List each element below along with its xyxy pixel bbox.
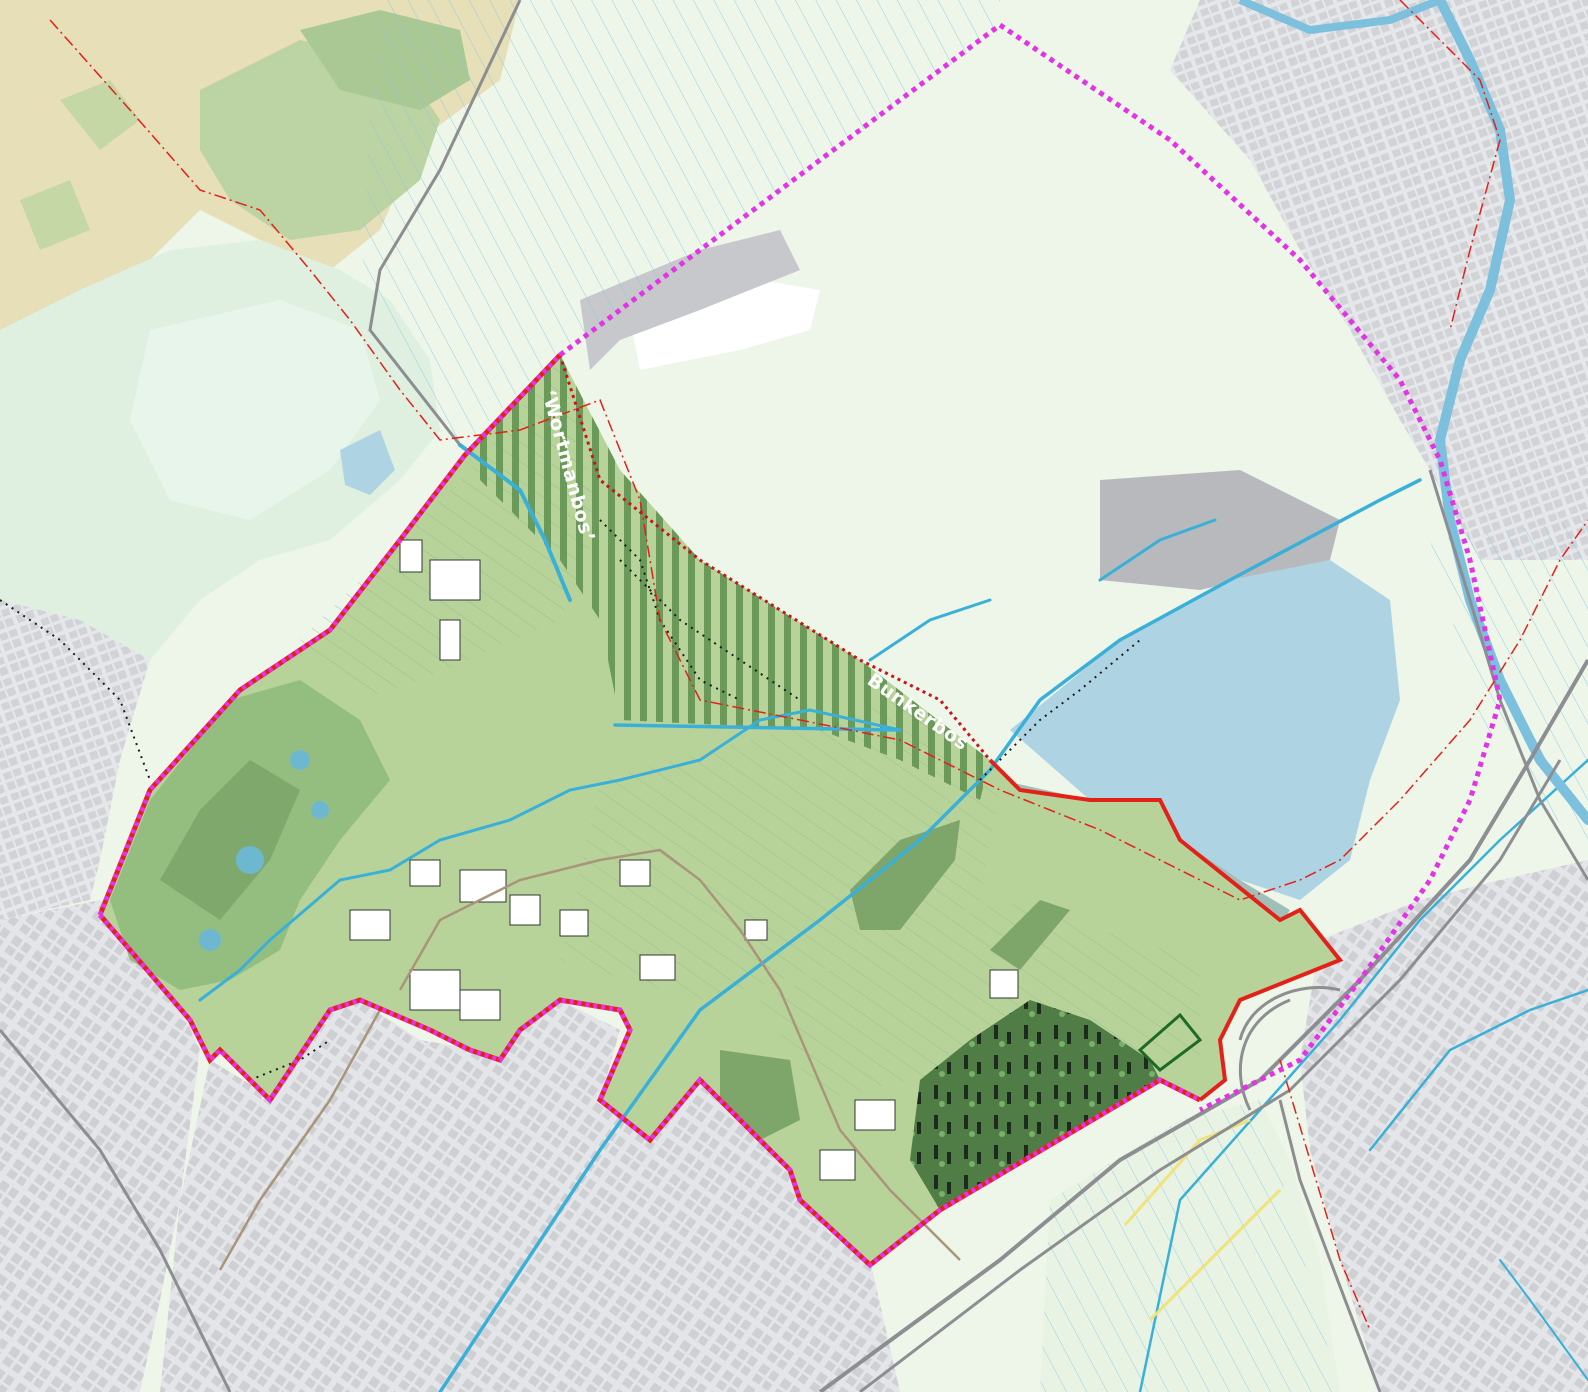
farmsteads xyxy=(349,539,1019,1181)
urban-southeast xyxy=(1300,860,1588,1392)
pond xyxy=(199,929,221,951)
nature-reserve-core xyxy=(160,760,300,920)
farmstead xyxy=(509,894,541,926)
airfield-buildings xyxy=(580,230,800,370)
canal-branch xyxy=(868,598,992,662)
polder-south-fields xyxy=(1040,1100,1340,1392)
nature-area-inner xyxy=(130,300,380,520)
study-boundary-dash xyxy=(97,353,562,916)
dotted-west xyxy=(0,599,151,781)
farmstead xyxy=(619,859,651,887)
canal-middle xyxy=(198,708,902,1002)
tracks xyxy=(218,848,961,1271)
farmstead xyxy=(409,969,461,1011)
farmstead xyxy=(819,1149,856,1181)
urban-northeast xyxy=(1170,0,1588,560)
plan-boundary-red xyxy=(988,758,1344,1102)
farmstead xyxy=(744,919,768,941)
lake xyxy=(1010,560,1400,900)
municipal-boundary xyxy=(49,19,1588,901)
hatched-forest-zone xyxy=(470,355,990,800)
field-enclosure xyxy=(1137,1012,1203,1072)
river xyxy=(1434,0,1588,825)
polder-north-fields xyxy=(360,0,1000,450)
canal-straight xyxy=(613,723,902,732)
pond xyxy=(236,846,264,874)
yellow-line xyxy=(1123,1118,1282,1322)
dune-patch xyxy=(20,180,90,250)
farmstead xyxy=(349,909,391,941)
canal-branch-east xyxy=(1098,518,1217,582)
municipal-boundary-ne xyxy=(1399,0,1501,331)
farmstead xyxy=(854,1099,896,1131)
farmstead xyxy=(459,869,507,903)
farmstead xyxy=(989,969,1019,999)
canal-north xyxy=(458,443,572,602)
road-south xyxy=(1278,1099,1382,1392)
airfield-apron xyxy=(630,280,820,370)
urban-southwest xyxy=(0,900,200,1392)
interchange-loop xyxy=(1238,998,1291,1111)
pond xyxy=(311,801,329,819)
highway xyxy=(818,658,1588,1392)
forest-block xyxy=(850,820,960,930)
outer-boundary-magenta xyxy=(558,21,1503,1113)
track-south xyxy=(218,1009,382,1271)
canal-east xyxy=(1368,988,1588,1152)
farmstead xyxy=(439,619,461,661)
small-lake xyxy=(340,430,395,495)
housing-estate xyxy=(910,1000,1160,1210)
dotted-south xyxy=(249,1039,331,1081)
urban-west xyxy=(0,600,150,920)
farmstead xyxy=(559,909,589,937)
farmstead xyxy=(429,559,481,601)
interchange xyxy=(1238,985,1341,1041)
dune-patch xyxy=(60,80,140,150)
road-northwest xyxy=(368,0,522,446)
pond xyxy=(290,750,310,770)
canal-se-minor xyxy=(1499,1259,1588,1381)
track xyxy=(398,848,961,1261)
farmstead xyxy=(399,539,423,573)
municipal-boundary-se xyxy=(1279,1059,1371,1331)
farmstead xyxy=(639,954,676,981)
forest-block xyxy=(990,900,1070,970)
railway-east xyxy=(859,759,1562,1392)
canal-southeast xyxy=(1138,758,1588,1392)
dotted-east xyxy=(979,639,1141,781)
farmstead xyxy=(409,859,441,887)
farmstead xyxy=(459,989,501,1021)
river-branch xyxy=(1238,0,1442,35)
industrial-area xyxy=(1100,470,1340,590)
road-east xyxy=(1428,469,1588,881)
railway-west xyxy=(0,1029,232,1392)
study-boundary-south-dash xyxy=(98,913,1202,1269)
dotted-forest-2 xyxy=(619,559,801,701)
